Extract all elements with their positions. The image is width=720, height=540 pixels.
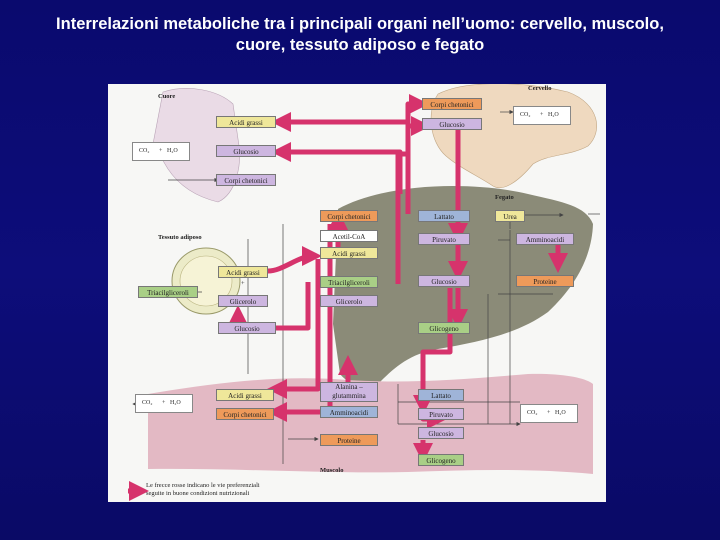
muscle-proteins: Proteine bbox=[320, 434, 378, 446]
legend: Le frecce rosse indicano le vie preferen… bbox=[146, 482, 260, 498]
liver-glycerol: Glicerolo bbox=[320, 295, 378, 307]
muscle-amino-acids: Amminoacidi bbox=[320, 406, 378, 418]
heart-fatty-acids: Acidi grassi bbox=[216, 116, 276, 128]
adipose-fatty-acids: Acidi grassi bbox=[218, 266, 268, 278]
muscle-pyruvate: Piruvato bbox=[418, 408, 464, 420]
muscle-fatty-acids: Acidi grassi bbox=[216, 389, 274, 401]
adipose-plus: + bbox=[241, 280, 245, 287]
brain-co2: CO₂ bbox=[520, 112, 531, 118]
liver-lactate: Lattato bbox=[418, 210, 470, 222]
muscle-co2-h2o-left: CO₂ + H₂O bbox=[135, 394, 193, 413]
heart-glucose: Glucosio bbox=[216, 145, 276, 157]
heart-ketone-bodies: Corpi chetonici bbox=[216, 174, 276, 186]
brain-plus: + bbox=[540, 112, 544, 118]
liver-urea: Urea bbox=[495, 210, 525, 222]
adipose-triacylglycerols: Triacilgliceroli bbox=[138, 286, 198, 298]
liver-pyruvate: Piruvato bbox=[418, 233, 470, 245]
legend-line-2: seguite in buone condizioni nutrizionali bbox=[146, 490, 250, 497]
liver-triacylglycerols: Triacilgliceroli bbox=[320, 276, 378, 288]
heart-plus: + bbox=[159, 148, 163, 154]
brain-h2o: H₂O bbox=[548, 112, 559, 118]
muscle-lactate: Lattato bbox=[418, 389, 464, 401]
brain-glucose: Glucosio bbox=[422, 118, 482, 130]
liver-glycogen: Glicogeno bbox=[418, 322, 470, 334]
label-liver: Fegato bbox=[495, 194, 514, 201]
heart-h2o: H₂O bbox=[167, 148, 178, 154]
liver-acetyl-coa: Acetil-CoA bbox=[320, 230, 378, 242]
arrow-glucose-to-brain bbox=[395, 116, 431, 284]
adipose-glycerol: Glicerolo bbox=[218, 295, 268, 307]
title-line-2: cuore, tessuto adiposo e fegato bbox=[235, 36, 485, 54]
liver-ketone-bodies: Corpi chetonici bbox=[320, 210, 378, 222]
muscle-glycogen: Glicogeno bbox=[418, 454, 464, 466]
arrow-adipose-glucose bbox=[288, 282, 311, 331]
slide-title: Interrelazioni metaboliche tra i princip… bbox=[0, 14, 720, 56]
muscle-ketone-bodies: Corpi chetonici bbox=[216, 408, 274, 420]
liver-fatty-acids: Acidi grassi bbox=[320, 247, 378, 259]
adipose-glucose: Glucosio bbox=[218, 322, 276, 334]
heart-co2-h2o: CO₂ + H₂O bbox=[132, 142, 190, 161]
arrow-fatty-acids-to-liver bbox=[267, 246, 322, 274]
brain-co2-h2o: CO₂ + H₂O bbox=[513, 106, 571, 125]
arrow-fatty-acids-to-heart bbox=[271, 112, 411, 184]
muscle-left-h2o: H₂O bbox=[170, 400, 181, 406]
muscle-left-co2: CO₂ bbox=[142, 400, 153, 406]
arrow-liver-fatty-acids-down bbox=[267, 259, 321, 399]
liver-amino-acids: Amminoacidi bbox=[516, 233, 574, 245]
label-muscle: Muscolo bbox=[320, 467, 344, 474]
brain-ketone-bodies: Corpi chetonici bbox=[422, 98, 482, 110]
muscle-left-plus: + bbox=[162, 400, 166, 406]
liver-glucose: Glucosio bbox=[418, 275, 470, 287]
muscle-right-co2: CO₂ bbox=[527, 410, 538, 416]
muscle-co2-h2o-right: CO₂ + H₂O bbox=[520, 404, 578, 423]
muscle-glucose: Glucosio bbox=[418, 427, 464, 439]
arrow-glucose-to-heart bbox=[271, 142, 403, 194]
liver-proteins: Proteine bbox=[516, 275, 574, 287]
label-brain: Cervello bbox=[528, 85, 552, 92]
heart-co2: CO₂ bbox=[139, 148, 150, 154]
metabolic-diagram: Cuore Cervello Fegato Tessuto adiposo Mu… bbox=[108, 84, 606, 502]
label-adipose: Tessuto adiposo bbox=[158, 234, 202, 241]
muscle-right-h2o: H₂O bbox=[555, 410, 566, 416]
title-line-1: Interrelazioni metaboliche tra i princip… bbox=[56, 15, 664, 33]
muscle-right-plus: + bbox=[547, 410, 551, 416]
muscle-alanine-glutamine: Alanina – glutammina bbox=[320, 382, 378, 402]
legend-line-1: Le frecce rosse indicano le vie preferen… bbox=[146, 482, 260, 489]
label-heart: Cuore bbox=[158, 93, 176, 100]
